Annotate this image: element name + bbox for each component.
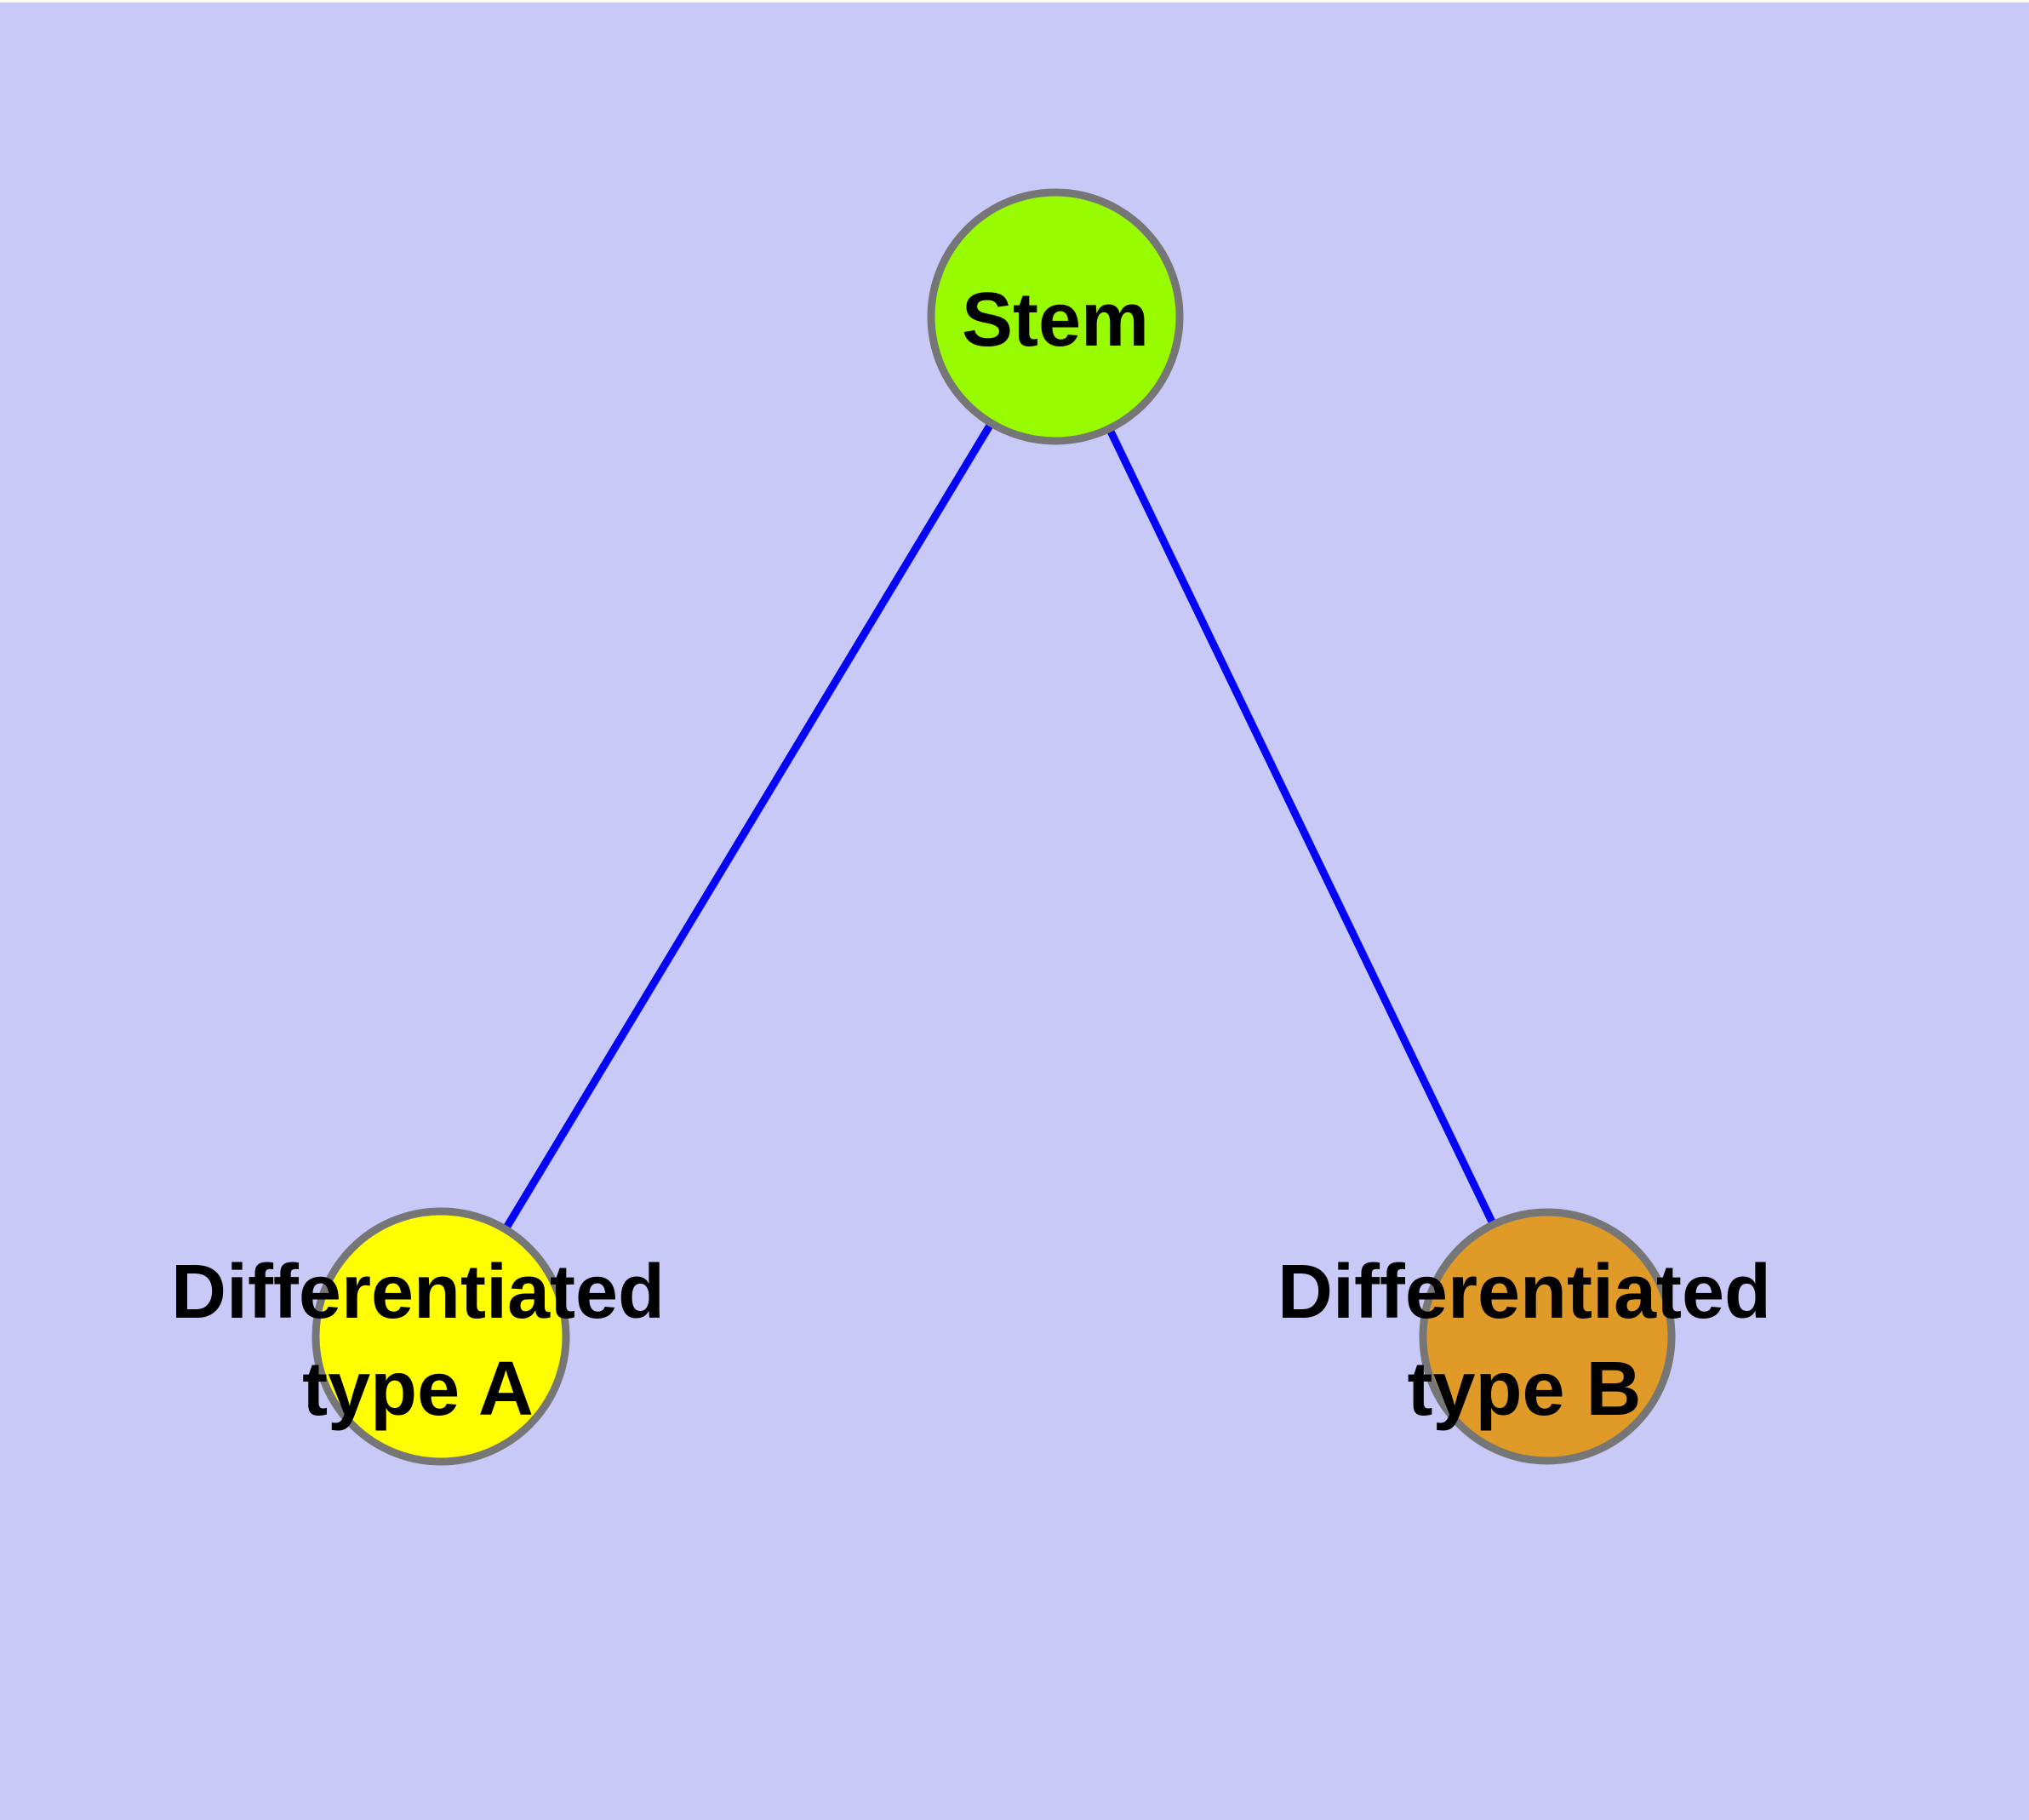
node-type-b-label-line1: Differentiated xyxy=(1277,1250,1771,1335)
top-edge-highlight xyxy=(0,0,2029,3)
node-type-a-label-line1: Differentiated xyxy=(171,1250,665,1335)
node-differentiated-type-a xyxy=(311,1207,570,1466)
edge-stem-to-type-b xyxy=(1051,315,1552,1338)
node-stem-label: Stem xyxy=(962,278,1149,363)
node-type-a-label-line2: type A xyxy=(302,1347,534,1432)
node-type-b-label-line2: type B xyxy=(1407,1347,1641,1432)
edge-stem-to-type-a xyxy=(437,314,1059,1339)
node-stem xyxy=(927,188,1184,445)
node-differentiated-type-b xyxy=(1419,1208,1676,1465)
